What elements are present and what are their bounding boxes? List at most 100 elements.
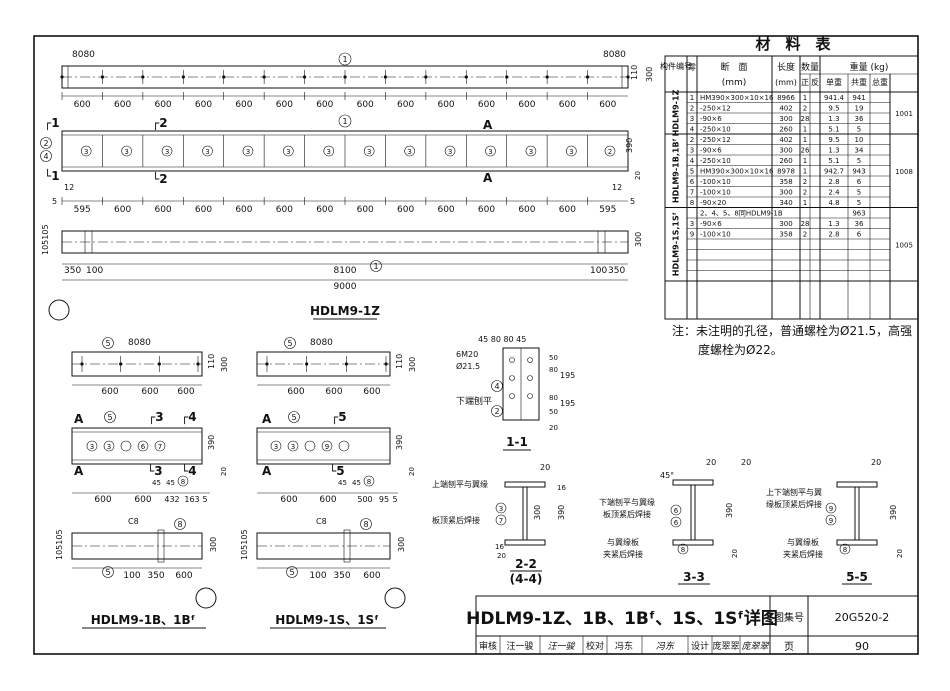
top-dim-label: 600 — [114, 100, 131, 110]
stiffener-tag — [566, 145, 577, 157]
dim-300-bot: 300 — [634, 232, 643, 247]
cell-unit-weight: 4.8 — [828, 199, 839, 207]
1b-mark-4: ┌4 — [181, 410, 197, 424]
sec-mark-A-top: A — [483, 118, 493, 132]
1b-tag-8b — [174, 518, 186, 530]
stiffener-tag-text: 3 — [165, 148, 169, 156]
review-label: 审核 — [479, 640, 497, 652]
stiffener-tag-text: 3 — [569, 148, 573, 156]
dim-8080-right: 8080 — [603, 50, 626, 60]
dim-390-main: 390 — [625, 138, 634, 153]
stiffener-tag — [304, 440, 316, 452]
1b-dm-2: 432 — [164, 495, 179, 504]
cell-length: 260 — [779, 126, 792, 134]
1b-db-1: 350 — [147, 571, 164, 581]
bolt-dot — [265, 362, 269, 366]
s33-label: 3-3 — [683, 570, 705, 584]
cell-part-no: 4 — [690, 157, 695, 165]
top-dim-label: 600 — [195, 100, 212, 110]
cell-unit-weight: 942.7 — [824, 168, 844, 176]
cell-total-weight: 1005 — [895, 241, 913, 249]
1s-dim-8080: 8080 — [310, 338, 333, 348]
1b-tag-8-text: 8 — [181, 478, 185, 486]
bolt-dot — [181, 75, 185, 79]
cell-total-weight: 1001 — [895, 110, 913, 118]
s22-note-a: 上端刨平与翼缘 — [432, 479, 488, 489]
1s-dm-3: 95 — [379, 495, 389, 504]
top-dim-label: 600 — [599, 100, 616, 110]
s22-tag-7 — [495, 514, 507, 526]
part-tag-4-left-text: 4 — [43, 152, 48, 161]
check-label: 校对 — [586, 640, 604, 652]
stiffener-tag-text: 3 — [274, 443, 278, 451]
cell-part-no: 5 — [690, 168, 694, 176]
s11-d1: 80 — [549, 366, 558, 374]
bolt-dot — [424, 75, 428, 79]
cell-part-no: 8 — [690, 199, 694, 207]
1b-c8: C8 — [128, 517, 139, 526]
s55-note-a: 上下端刨平与翼 — [766, 487, 822, 497]
top-dim-label: 600 — [559, 100, 576, 110]
cell-part-no: 3 — [690, 147, 694, 155]
1b-dim-45b: 45 — [166, 479, 175, 487]
stiffener-tag-text: 3 — [291, 443, 295, 451]
stiffener-tag — [363, 145, 375, 157]
1b-tag-8b-text: 8 — [177, 520, 182, 529]
cell-qty-pos: 1 — [803, 126, 807, 134]
s33-d1: 20 — [741, 458, 751, 467]
s55-tag-8-text: 8 — [843, 546, 847, 554]
1b-db-2: 600 — [175, 571, 192, 581]
1b-tag-5 — [102, 337, 114, 349]
s33-note-a: 下端刨平与翼缘 — [599, 497, 655, 507]
s33-note-d: 夹紧后焊接 — [603, 549, 643, 559]
stiffener-tag — [202, 145, 213, 157]
1s-elevation — [256, 427, 391, 465]
part-tag-1-elev — [338, 114, 352, 128]
hdr-qty-neg: 反 — [811, 77, 819, 87]
1b-tag-5b-text: 5 — [107, 413, 112, 422]
top-dim-label: 600 — [154, 100, 171, 110]
cell-length: 300 — [779, 189, 792, 197]
1b-end-plate — [157, 529, 165, 563]
stiffener-tag — [80, 145, 92, 157]
1s-dim-45b: 45 — [352, 479, 361, 487]
s22-note-b: 板顶紧后焊接 — [432, 515, 480, 525]
s22-label: 2-2 — [515, 557, 537, 571]
cell-sum-weight: 36 — [855, 220, 864, 228]
cell-length: 300 — [779, 115, 792, 123]
s11-hole: Ø21.5 — [456, 361, 480, 371]
hdr-part: 零 — [688, 63, 696, 72]
cell-unit-weight: 2.8 — [828, 231, 839, 239]
mid-dim-label: 600 — [357, 205, 374, 215]
mid-dim-label: 600 — [114, 205, 131, 215]
1s-tag-5b — [288, 411, 300, 423]
cell-section: -90×20 — [700, 199, 726, 207]
1s-dim-45a: 45 — [338, 479, 347, 487]
1b-dt-1: 600 — [141, 387, 158, 397]
s22-web — [522, 486, 528, 541]
s55-tag-8 — [839, 543, 851, 555]
1s-dim-300: 300 — [408, 357, 417, 372]
s33-tag-6b-text: 6 — [674, 519, 679, 527]
cell-qty-pos: 28 — [801, 220, 810, 228]
stiffener-tag — [137, 440, 149, 452]
sec-mark-A-bot: A — [483, 171, 493, 185]
1s-dim-300b: 300 — [397, 537, 406, 552]
s11-note: 下端刨平 — [456, 395, 492, 407]
s33-tag-6 — [670, 504, 682, 516]
cell-sum-weight: 943 — [852, 168, 865, 176]
bolt-dot — [585, 75, 590, 79]
dim-8100: 8100 — [334, 266, 357, 276]
cell-member-no: HDLM9-1Z — [672, 89, 681, 136]
s11-dims-top: 45 80 80 45 — [478, 335, 526, 344]
cell-length: 8978 — [777, 168, 795, 176]
s33-bot-flange — [672, 539, 714, 546]
s55-note-c: 与翼缘板 — [787, 537, 819, 547]
cell-length: 260 — [779, 157, 792, 165]
note-line-1: 注：未注明的孔径，普通螺栓为Ø21.5，高强 — [672, 323, 912, 338]
mid-dim-label: 600 — [316, 205, 333, 215]
1b-tag-5c-text: 5 — [105, 568, 110, 577]
1b-mark-4-bot: └4 — [181, 463, 197, 478]
